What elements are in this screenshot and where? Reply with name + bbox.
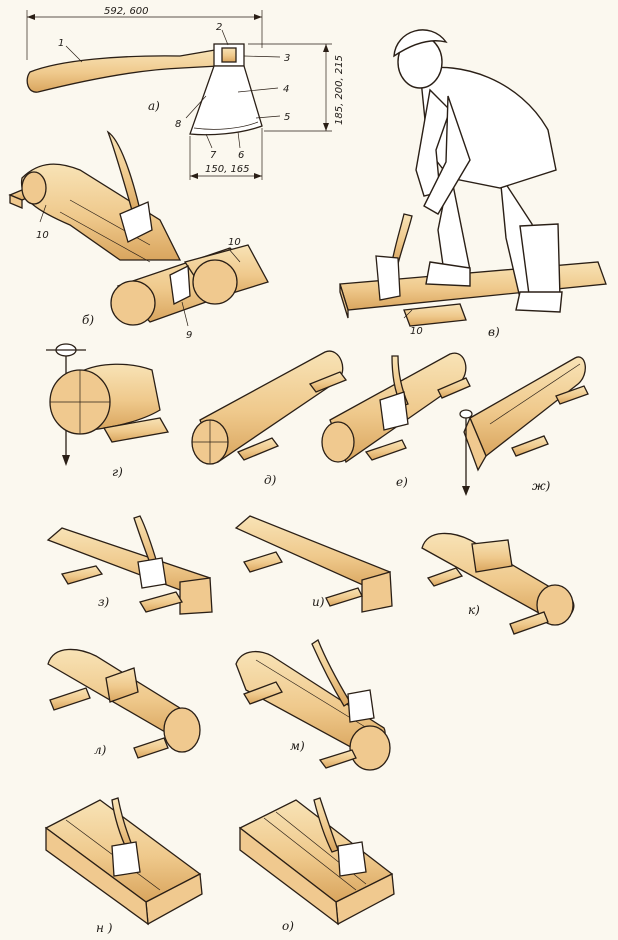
panel-label-g: г)	[112, 465, 123, 479]
dim-handle-length: 592, 600	[104, 6, 149, 17]
wedge	[169, 264, 191, 305]
part-7: 7	[210, 150, 217, 161]
axe-n	[111, 841, 141, 877]
log-main-b	[20, 163, 182, 261]
axe-o	[337, 841, 367, 877]
axe-z	[137, 557, 167, 589]
worker-arm-right	[423, 95, 471, 215]
panel-d-marked-log: д)	[191, 350, 348, 487]
panel-m-grooved-log: м)	[235, 639, 391, 771]
panel-label-v: в)	[488, 325, 500, 339]
panel-label-m: м)	[290, 739, 305, 753]
panel-i-beam: и)	[234, 515, 393, 613]
axe-m	[347, 689, 375, 723]
part-5: 5	[284, 112, 290, 123]
panel-a-axe: 592, 600 185, 200, 215 150, 165 1 2 3 4	[26, 6, 345, 180]
part-4: 4	[283, 84, 289, 95]
worker-cap	[393, 29, 448, 58]
dim-blade-height: 185, 200, 215	[334, 55, 345, 125]
panel-k-log-with-block: к)	[421, 532, 575, 635]
panel-label-o: о)	[282, 919, 294, 933]
part-6: 6	[238, 150, 244, 161]
panel-label-z: з)	[98, 595, 110, 609]
part-3: 3	[284, 53, 290, 64]
panel-label-l: л)	[94, 743, 107, 757]
callout-9: 9	[186, 330, 192, 341]
axe-blade	[189, 65, 263, 136]
panel-zh-beam-marking: ж)	[459, 356, 589, 496]
panel-label-k: к)	[468, 603, 480, 617]
axe-handle-v	[391, 213, 413, 265]
callout-10-left: 10	[36, 230, 49, 241]
part-2: 2	[216, 22, 222, 33]
panel-o-board-groove: о)	[238, 797, 395, 933]
dim-blade-width: 150, 165	[205, 164, 250, 175]
panel-label-e: е)	[396, 475, 408, 489]
axe-handle	[26, 49, 219, 93]
panel-b-log-hewing: 10 10 9 б)	[8, 130, 269, 341]
panel-label-a: а)	[148, 99, 160, 113]
panel-label-d: д)	[264, 473, 277, 487]
panel-g-marking-log: г)	[46, 343, 170, 479]
callout-10-board: 10	[410, 326, 423, 337]
part-1: 1	[58, 38, 64, 49]
panel-label-b: б)	[82, 313, 94, 327]
panel-label-zh: ж)	[532, 479, 551, 493]
panel-e-hewing-side: е)	[321, 352, 471, 489]
callout-10-right: 10	[228, 237, 241, 248]
panel-label-i: и)	[312, 595, 325, 609]
panel-l-log-with-block: л)	[47, 648, 201, 759]
axe-e	[379, 391, 409, 431]
part-8: 8	[175, 119, 181, 130]
beam-zh	[469, 356, 586, 458]
panel-n-board-notch: н )	[44, 797, 203, 935]
panel-label-n: н )	[96, 921, 113, 935]
panel-z-beam-hewing: з)	[46, 515, 213, 615]
panel-v-worker: 10 в)	[339, 29, 607, 339]
